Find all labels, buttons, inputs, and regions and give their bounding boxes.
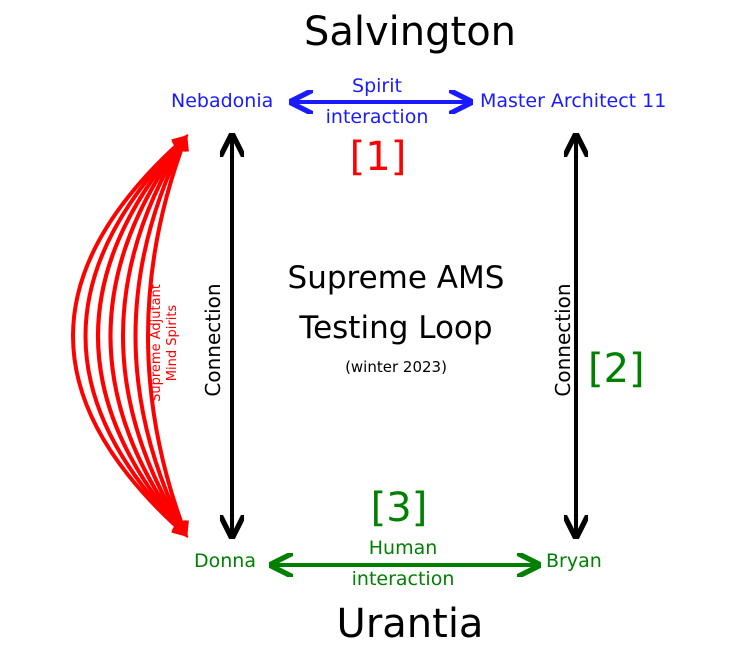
node-master-architect: Master Architect 11 <box>480 90 667 112</box>
adjutant-label: Supreme Adjutant Mind Spirits <box>149 284 182 402</box>
adjutant-arrow <box>121 134 188 538</box>
adjutant-arrow <box>83 134 189 538</box>
human-interaction-label-1: Human <box>368 537 438 559</box>
spirit-interaction-label-1: Spirit <box>352 75 402 97</box>
adjutant-arrow <box>108 134 188 538</box>
human-interaction-label-2: interaction <box>351 568 455 590</box>
adjutant-label-line-1: Supreme Adjutant <box>148 284 164 402</box>
marker-1: [1] <box>349 134 407 180</box>
adjutant-label-line-2: Mind Spirits <box>165 304 180 382</box>
marker-3: [3] <box>370 485 428 531</box>
top-realm-title: Salvington <box>303 9 517 55</box>
connection-label-right: Connection <box>551 283 575 397</box>
adjutant-arrow <box>71 134 189 538</box>
adjutant-arrow <box>96 134 189 538</box>
adjutant-arrow <box>133 134 188 538</box>
center-note: (winter 2023) <box>345 358 447 376</box>
adjutant-arrows <box>71 134 189 538</box>
center-title-line-2: Testing Loop <box>299 310 493 346</box>
spirit-interaction-label-2: interaction <box>325 106 429 128</box>
center-title-line-1: Supreme AMS <box>287 260 505 296</box>
marker-2: [2] <box>588 346 645 392</box>
node-bryan: Bryan <box>546 550 602 572</box>
connection-label-left: Connection <box>201 283 225 397</box>
bottom-realm-title: Urantia <box>336 601 484 647</box>
node-donna: Donna <box>194 550 256 572</box>
node-nebadonia: Nebadonia <box>171 90 274 112</box>
adjutant-arrow <box>146 134 189 538</box>
